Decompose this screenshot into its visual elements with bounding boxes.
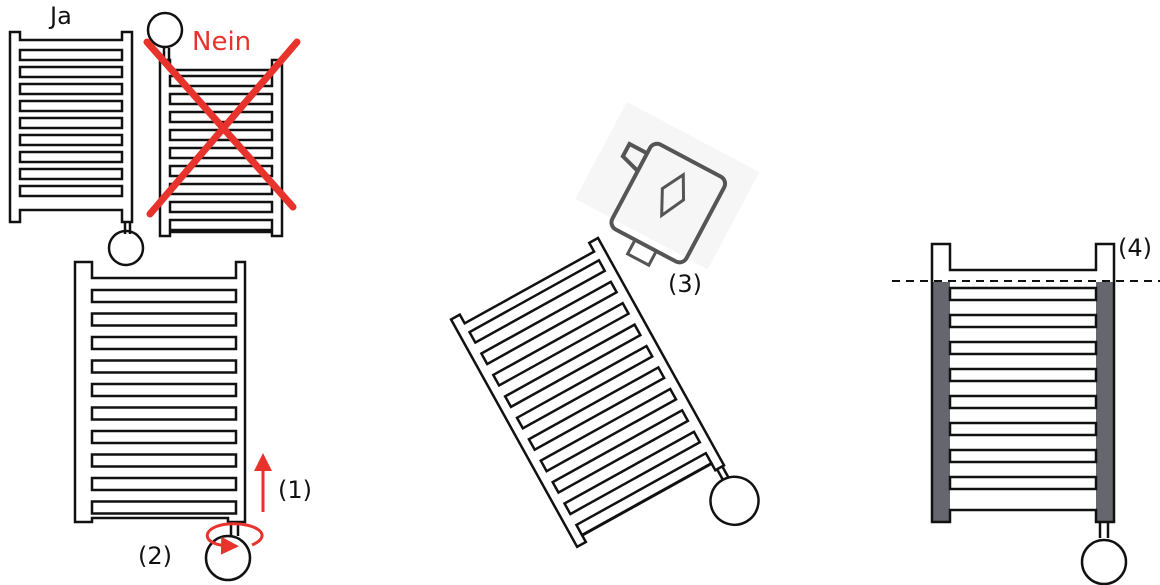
radiator-slat bbox=[948, 394, 1098, 410]
label-step1: (1) bbox=[278, 476, 312, 504]
radiator-slat bbox=[18, 150, 124, 164]
radiator-slat bbox=[168, 200, 274, 214]
crossed-out-x-icon bbox=[143, 38, 301, 218]
radiator-slat bbox=[515, 344, 654, 430]
radiator-slat bbox=[539, 387, 678, 473]
radiator-slat bbox=[18, 133, 124, 147]
radiator-slat bbox=[168, 92, 274, 106]
radiator-slat bbox=[18, 167, 124, 181]
radiator-slat bbox=[491, 301, 631, 388]
radiator-slat bbox=[562, 430, 702, 516]
rotate-arrow-icon bbox=[205, 522, 264, 555]
radiator-slat bbox=[574, 451, 714, 538]
radiator-slat bbox=[90, 335, 238, 351]
radiator-slat bbox=[467, 258, 607, 345]
radiator-slat bbox=[550, 408, 690, 495]
radiator-slat bbox=[168, 74, 274, 88]
radiator-slat bbox=[948, 313, 1098, 329]
radiator-slat bbox=[90, 359, 238, 374]
radiator-slat bbox=[18, 99, 124, 113]
valve-knob bbox=[1080, 538, 1128, 585]
radiator-slat bbox=[948, 421, 1098, 437]
radiator-tilted bbox=[449, 236, 760, 549]
radiator-slat bbox=[90, 476, 238, 492]
radiator-slat bbox=[90, 453, 238, 468]
radiator-slat bbox=[18, 65, 124, 79]
valve-knob bbox=[204, 534, 252, 582]
radiator-slat bbox=[90, 429, 238, 445]
radiator-slat bbox=[948, 340, 1098, 356]
radiator-mount bbox=[73, 260, 252, 582]
valve-knob-top bbox=[146, 11, 184, 49]
label-step4: (4) bbox=[1118, 234, 1152, 262]
radiator-slat bbox=[948, 475, 1098, 491]
radiator-slat bbox=[90, 500, 238, 515]
radiator-slat bbox=[90, 312, 238, 327]
radiator-slat bbox=[18, 48, 124, 62]
label-ja: Ja bbox=[48, 2, 72, 30]
radiator-correct bbox=[8, 30, 145, 267]
valve-knob bbox=[709, 475, 760, 527]
label-step3: (3) bbox=[668, 270, 702, 298]
valve-knob bbox=[107, 229, 145, 267]
label-step2: (2) bbox=[138, 542, 172, 570]
radiator-slat bbox=[948, 448, 1098, 464]
radiator-slat bbox=[90, 382, 238, 398]
radiator-slat bbox=[479, 280, 619, 366]
radiator-slat bbox=[948, 286, 1098, 302]
radiator-slat bbox=[18, 82, 124, 96]
label-nein: Nein bbox=[192, 27, 251, 57]
radiator-slat bbox=[168, 146, 274, 160]
radiator-slat bbox=[503, 322, 643, 409]
canister-icon bbox=[575, 101, 760, 270]
radiator-slat bbox=[168, 164, 274, 178]
radiator-slat bbox=[18, 184, 124, 198]
radiator-slat bbox=[18, 116, 124, 130]
radiator-slat bbox=[90, 406, 238, 421]
radiator-filled bbox=[930, 242, 1128, 585]
radiator-slat bbox=[948, 367, 1098, 383]
radiator-slat bbox=[527, 365, 666, 452]
radiator-slat bbox=[168, 182, 274, 196]
radiator-slat bbox=[168, 218, 274, 232]
radiator-slat bbox=[90, 288, 238, 304]
